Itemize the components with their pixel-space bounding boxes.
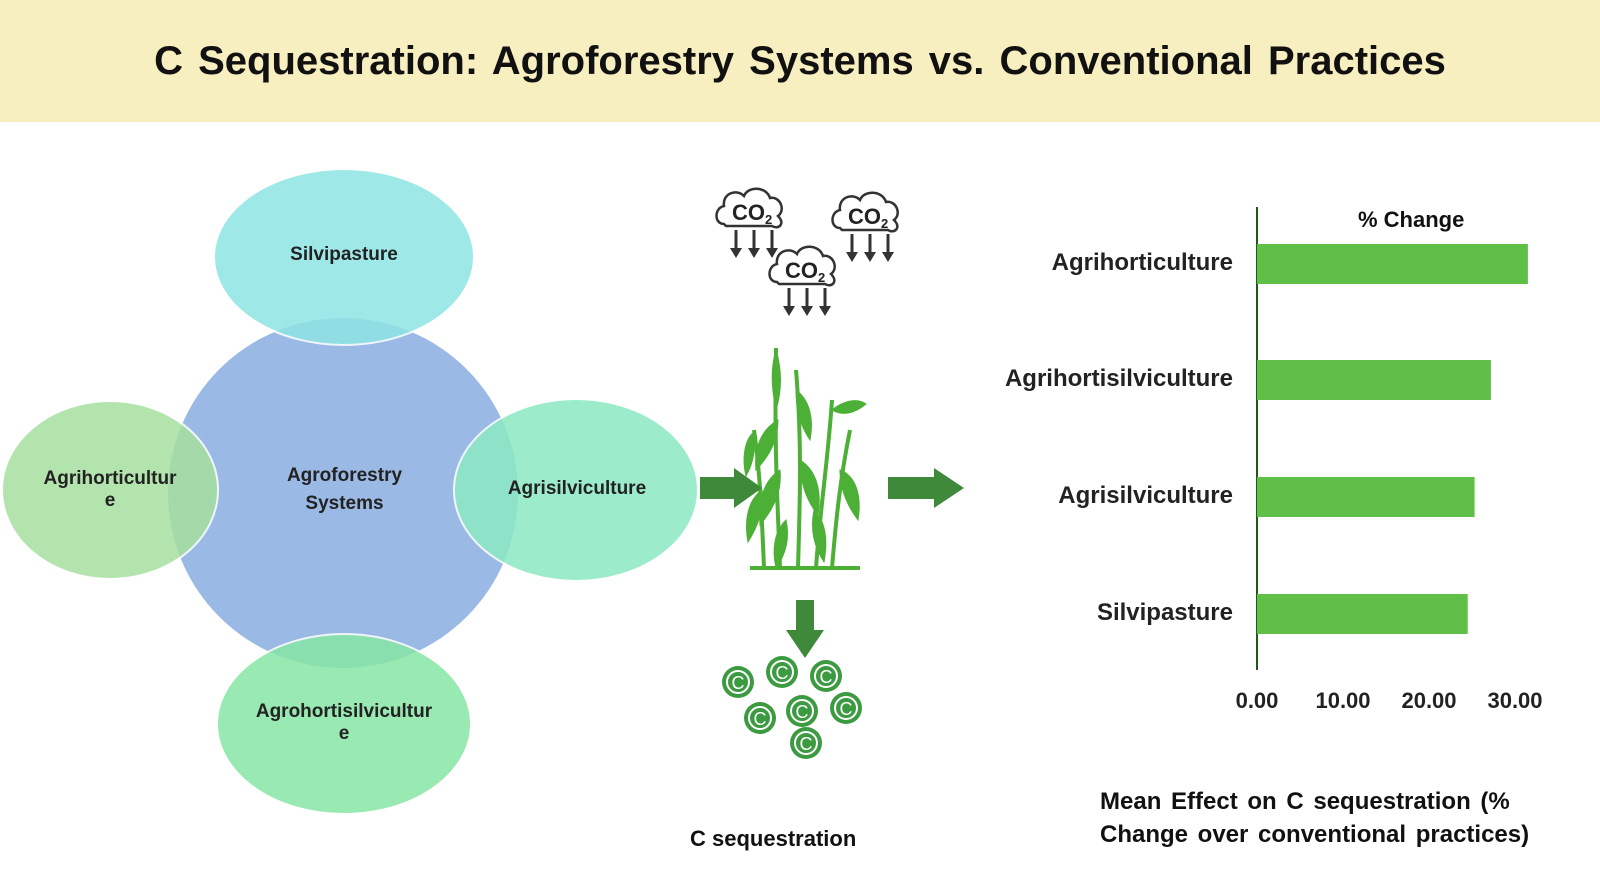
co2-label: CO2 [785,258,825,285]
bar-agrisilviculture [1257,477,1475,517]
svg-text:C: C [820,667,833,687]
title-banner: C Sequestration: Agroforestry Systems vs… [0,0,1600,122]
label-agrohortisilviculture: Agrohortisilviculture [255,701,433,744]
carbon-icon: C [786,695,818,727]
carbon-icon: C [810,660,842,692]
chart-caption-line: Mean Effect on C sequestration (% [1100,788,1510,815]
svg-text:C: C [732,673,745,693]
carbon-icon: C [790,727,822,759]
carbon-icon: C [766,656,798,688]
crop-plant-icon [743,347,867,570]
svg-text:C: C [776,663,789,683]
carbon-icon: C [744,702,776,734]
c-sequestration-caption: C sequestration [690,826,857,851]
left-ellipse [1,400,219,580]
chart-caption: Mean Effect on C sequestration (% Change… [1100,785,1529,851]
x-tick-label: 30.00 [1487,688,1543,713]
svg-text:C: C [840,699,853,719]
arrow-right-icon [888,468,964,508]
svg-text:C: C [800,734,813,754]
carbon-icon: C [830,692,862,724]
label-agrisilviculture: Agrisilviculture [507,478,647,499]
bottom-ellipse [216,633,472,815]
co2-cloud-icon: CO2 [831,191,899,264]
right-ellipse [453,398,699,582]
arrow-down-icon [786,600,824,658]
co2-cloud-icon: CO2 [768,245,836,318]
x-tick-label: 10.00 [1315,688,1371,713]
chart-title: % Change [1358,207,1465,232]
agroforestry-diagram [1,168,699,815]
label-silvipasture: Silvipasture [290,244,398,265]
arrow-right-icon [700,468,762,508]
co2-cloud-icon: CO2 [715,187,783,260]
svg-text:C: C [754,709,767,729]
carbon-icon: C [722,666,754,698]
bar-agrihorticulture [1257,244,1528,284]
center-circle [168,318,518,668]
chart-caption-line: Change over conventional practices) [1100,821,1530,848]
co2-label: CO2 [848,204,888,231]
process-illustration: CO2 CO2 CO2 [700,187,964,759]
top-ellipse [213,168,475,346]
bar-silvipasture [1257,594,1468,634]
label-agroforestry-systems: Agroforestry Systems [286,465,403,514]
page-title: C Sequestration: Agroforestry Systems vs… [154,38,1446,83]
x-tick-label: 20.00 [1401,688,1457,713]
svg-text:C: C [796,702,809,722]
x-tick-label: 0.00 [1235,688,1279,713]
label-agrihorticulture: Agrihorticulture [43,468,177,511]
co2-label: CO2 [732,200,772,227]
bar-agrihortisilviculture [1257,360,1491,400]
carbon-particles: C C C C C C C [722,656,862,759]
